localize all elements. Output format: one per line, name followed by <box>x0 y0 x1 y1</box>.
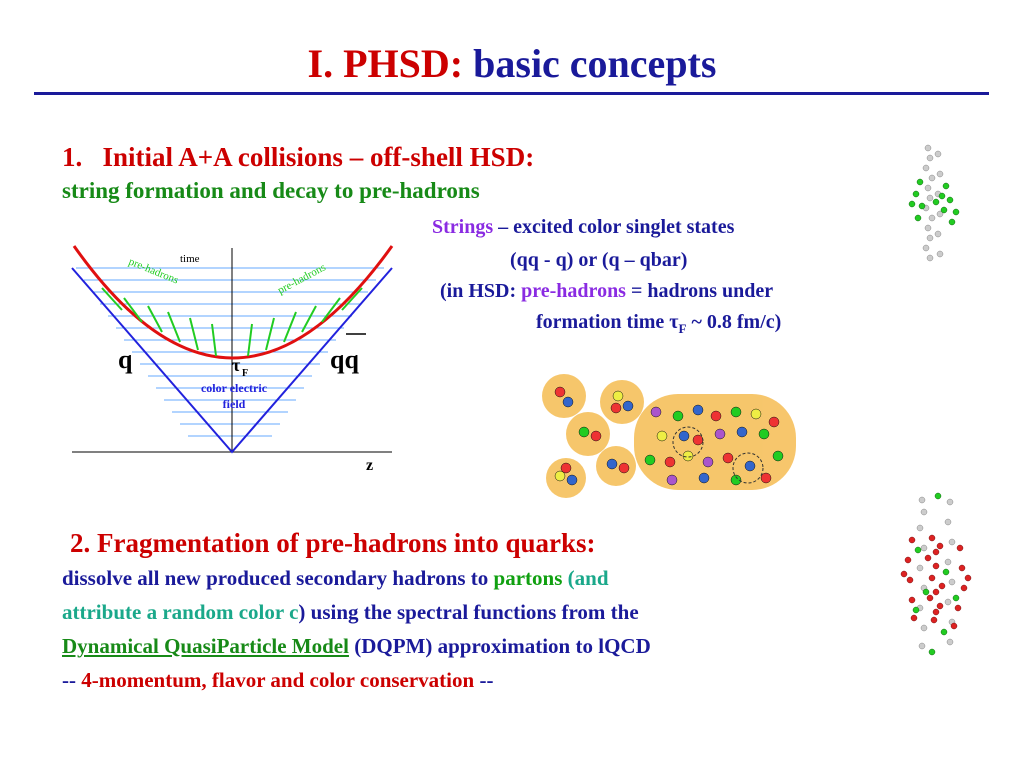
section2-line-3: Dynamical QuasiParticle Model (DQPM) app… <box>62 634 651 659</box>
line1-c: ( <box>562 566 575 590</box>
prehadron-blob-image <box>542 374 796 498</box>
section2-line-2: attribute a random color c) using the sp… <box>62 600 639 625</box>
info-line4-b: ~ 0.8 fm/c) <box>686 311 782 333</box>
info-line-1: Strings – excited color singlet states <box>432 216 734 239</box>
title-main: PHSD: <box>343 41 464 86</box>
info-line3-prehadrons: pre-hadrons <box>521 280 626 302</box>
dqpm-link: Dynamical QuasiParticle Model <box>62 634 349 658</box>
info-strings-def: – excited color singlet states <box>493 216 735 238</box>
formation-hyperbola <box>72 245 394 360</box>
field-label-2: field <box>223 397 246 411</box>
line1-a: dissolve all new produced secondary hadr… <box>62 566 494 590</box>
q-label: q <box>118 345 133 374</box>
line1-partons: partons <box>493 566 563 590</box>
collision-image-top <box>908 144 960 262</box>
title-number: I. <box>307 41 334 86</box>
light-cone <box>71 267 393 454</box>
info-tau-sub: F <box>678 321 687 336</box>
section2-heading: 2. Fragmentation of pre-hadrons into qua… <box>70 528 596 558</box>
tau-sub-label: F <box>242 368 248 379</box>
prehadron-arrows <box>101 287 363 357</box>
info-line-2: (qq - q) or (q – qbar) <box>510 249 688 271</box>
page-title: I. PHSD: basic concepts <box>0 40 1024 87</box>
section2-line-1: dissolve all new produced secondary hadr… <box>62 566 609 591</box>
section2-line-4: -- 4-momentum, flavor and color conserva… <box>62 668 493 693</box>
prehadrons-right-label: pre-hadrons <box>276 261 328 296</box>
line2-b: ) using the spectral functions from the <box>298 600 639 624</box>
info-line3-c: = hadrons under <box>625 280 774 302</box>
info-line-3: (in HSD: pre-hadrons = hadrons under <box>440 280 773 303</box>
tau-label: τ <box>232 355 241 375</box>
info-line4-a: formation time <box>536 311 670 333</box>
line1-and: and <box>574 566 609 590</box>
time-label: time <box>180 253 200 265</box>
z-label: z <box>366 457 373 474</box>
info-line-4: formation time τF ~ 0.8 fm/c) <box>536 311 781 337</box>
string-diagram: time z q qq τ F pre-hadrons pre-hadrons … <box>71 245 394 474</box>
line4-a: -- <box>62 668 82 692</box>
info-line3-a: (in HSD: <box>440 280 522 302</box>
title-rest: basic concepts <box>473 41 717 86</box>
field-label-1: color electric <box>201 381 268 395</box>
line4-c: -- <box>474 668 494 692</box>
line2-a: attribute a random color c <box>62 600 299 624</box>
line4-b: 4-momentum, flavor and color conservatio… <box>81 668 475 692</box>
title-divider <box>34 92 989 95</box>
collision-image-bottom <box>900 492 972 656</box>
info-strings-term: Strings <box>432 216 494 238</box>
section1-heading: 1. Initial A+A collisions – off-shell HS… <box>62 142 535 172</box>
prehadrons-left-label: pre-hadrons <box>127 256 180 287</box>
info-tau: τ <box>669 311 679 333</box>
section1-subheading: string formation and decay to pre-hadron… <box>62 178 480 203</box>
qq-label: qq <box>330 345 359 374</box>
line3-b: (DQPM) approximation to lQCD <box>348 634 651 658</box>
